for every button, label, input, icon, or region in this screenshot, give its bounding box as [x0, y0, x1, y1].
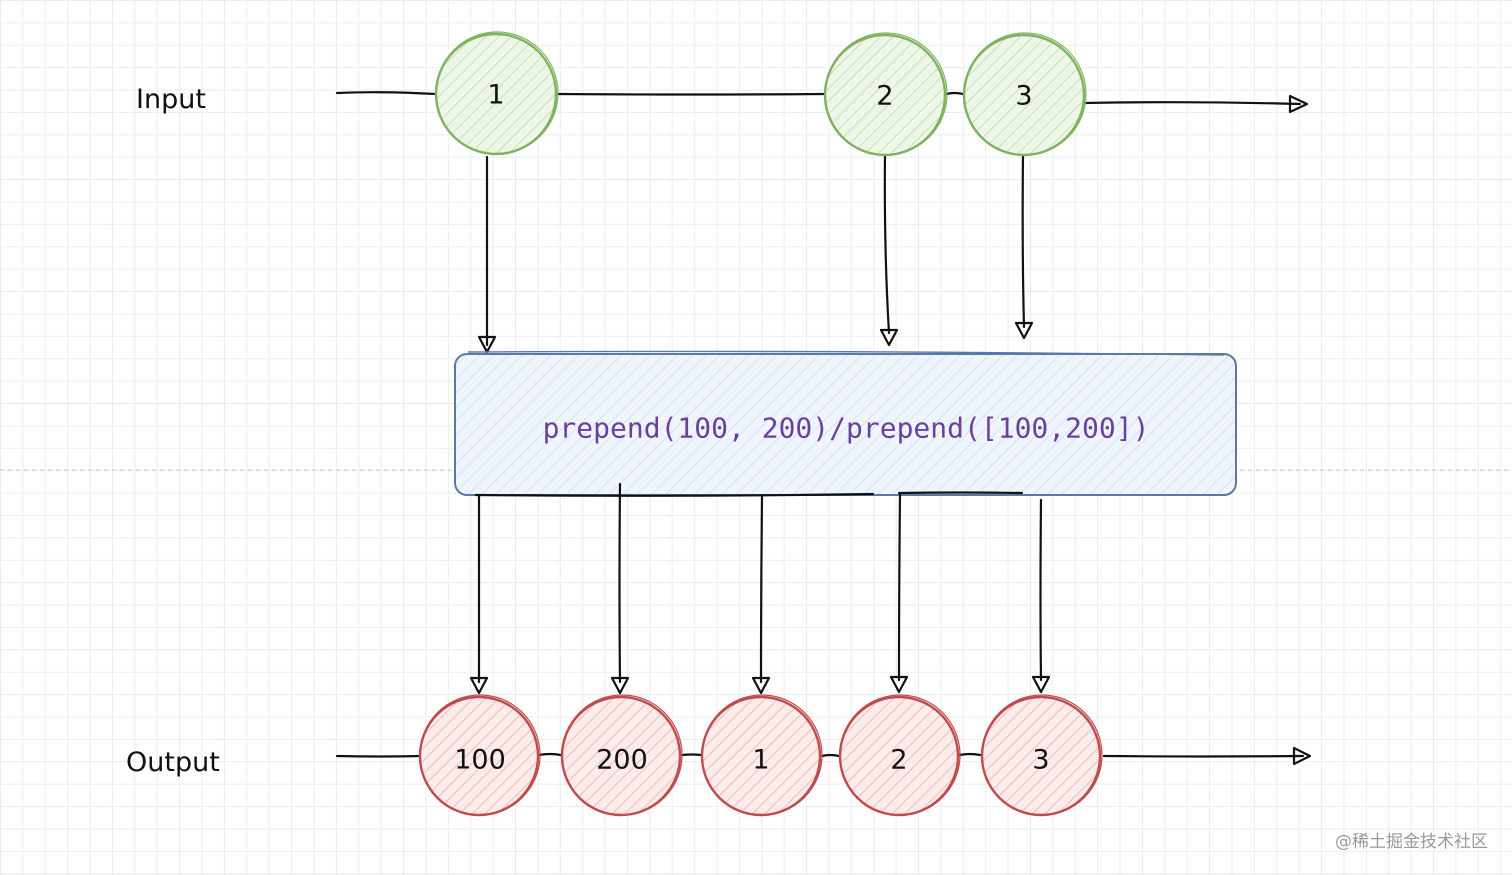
output-timeline-segment	[680, 753, 703, 757]
input-marble: 3	[962, 32, 1087, 157]
output-marble-label: 2	[890, 745, 907, 776]
input-marble-label: 1	[487, 80, 504, 111]
output-arrows	[469, 482, 1051, 695]
operator-label: prepend(100, 200)/prepend([100,200])	[543, 412, 1150, 445]
output-label: Output	[126, 747, 220, 778]
input-marble-label: 2	[876, 81, 893, 112]
output-marble-label: 1	[752, 745, 769, 776]
output-marble-sketch-ring	[701, 694, 823, 816]
input-marble: 2	[823, 32, 948, 157]
input-label: Input	[136, 84, 206, 115]
watermark: @稀土掘金技术社区	[1335, 832, 1488, 852]
input-timeline-segment	[335, 91, 438, 96]
output-timeline-segment	[820, 753, 841, 758]
output-timeline-segment	[1102, 754, 1305, 758]
output-timeline	[335, 746, 1312, 766]
input-arrows	[477, 151, 1034, 354]
output-arrow-5	[1039, 498, 1043, 682]
input-marble-sketch-ring	[435, 31, 559, 155]
input-arrow-3	[1021, 151, 1026, 329]
output-arrow-4	[897, 491, 902, 682]
output-marble-sketch-ring	[839, 694, 961, 816]
output-timeline-segment	[335, 754, 423, 758]
input-marble-sketch-ring	[963, 32, 1087, 156]
input-arrow-2	[883, 151, 891, 335]
output-marble-sketch-ring	[561, 694, 683, 816]
operator-box: prepend(100, 200)/prepend([100,200])	[454, 350, 1237, 497]
output-timeline-arrowhead	[1292, 746, 1312, 766]
output-marble-label: 200	[596, 745, 648, 776]
output-timeline-segment	[537, 752, 563, 757]
operator-box-sketch-edge	[467, 350, 1225, 356]
output-marble-sketch-ring	[419, 694, 541, 816]
output-arrow-3-head	[751, 676, 771, 695]
output-marble-label: 3	[1032, 745, 1049, 776]
input-timeline-arrowhead	[1288, 94, 1309, 114]
output-arrow-4-head	[889, 675, 909, 694]
input-marbles: 1 2 3	[434, 31, 1087, 157]
output-marble: 3	[980, 694, 1103, 817]
output-timeline-segment	[958, 752, 982, 757]
output-marble: 1	[700, 694, 823, 817]
output-arrow-5-head	[1031, 675, 1051, 694]
output-marble-sketch-ring	[981, 694, 1103, 816]
input-timeline	[335, 91, 1309, 114]
output-marble: 100	[418, 694, 541, 817]
input-marble: 1	[434, 31, 559, 156]
output-marble: 2	[838, 694, 961, 817]
output-arrow-3	[759, 495, 764, 684]
operator-bottom-line	[897, 491, 1024, 495]
input-arrow-1-head	[477, 335, 497, 354]
input-timeline-segment	[555, 92, 826, 96]
input-marble-sketch-ring	[824, 32, 948, 156]
operator-bottom-line	[474, 492, 875, 497]
input-arrow-3-head	[1014, 321, 1034, 340]
output-arrow-2-head	[610, 676, 630, 695]
output-marble-label: 100	[454, 745, 506, 776]
input-timeline-segment	[944, 91, 965, 96]
output-arrow-2	[618, 482, 622, 684]
input-arrow-2-head	[879, 328, 899, 347]
output-arrow-1-head	[469, 676, 489, 695]
output-marbles: 100 200 1 2 3	[418, 694, 1103, 817]
input-marble-label: 3	[1015, 81, 1032, 112]
input-timeline-segment	[1082, 101, 1302, 106]
output-marble: 200	[560, 694, 683, 817]
